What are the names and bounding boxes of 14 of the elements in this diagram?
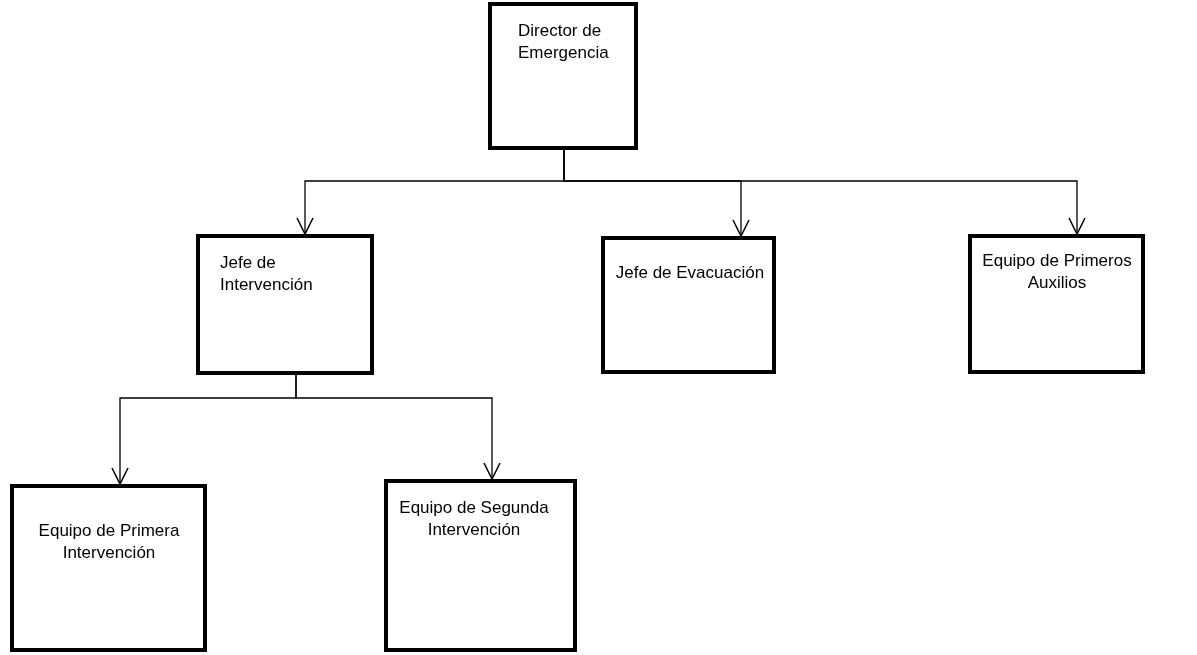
role-label: Equipo de Primera Intervención bbox=[37, 520, 181, 564]
org-box bbox=[10, 484, 207, 652]
org-box bbox=[488, 2, 638, 150]
org-box bbox=[384, 479, 577, 652]
role-label: Jefe de Intervención bbox=[220, 252, 314, 296]
role-label: Equipo de Segunda Intervención bbox=[398, 497, 550, 541]
org-box bbox=[968, 234, 1145, 374]
role-label: Equipo de Primeros Auxilios bbox=[982, 250, 1132, 294]
org-box bbox=[196, 234, 374, 375]
connector-arrow bbox=[295, 374, 501, 480]
connector-arrow bbox=[563, 149, 1086, 235]
role-label: Jefe de Evacuación bbox=[615, 262, 765, 284]
org-box bbox=[601, 236, 776, 374]
role-label: Director de Emergencia bbox=[518, 20, 610, 64]
